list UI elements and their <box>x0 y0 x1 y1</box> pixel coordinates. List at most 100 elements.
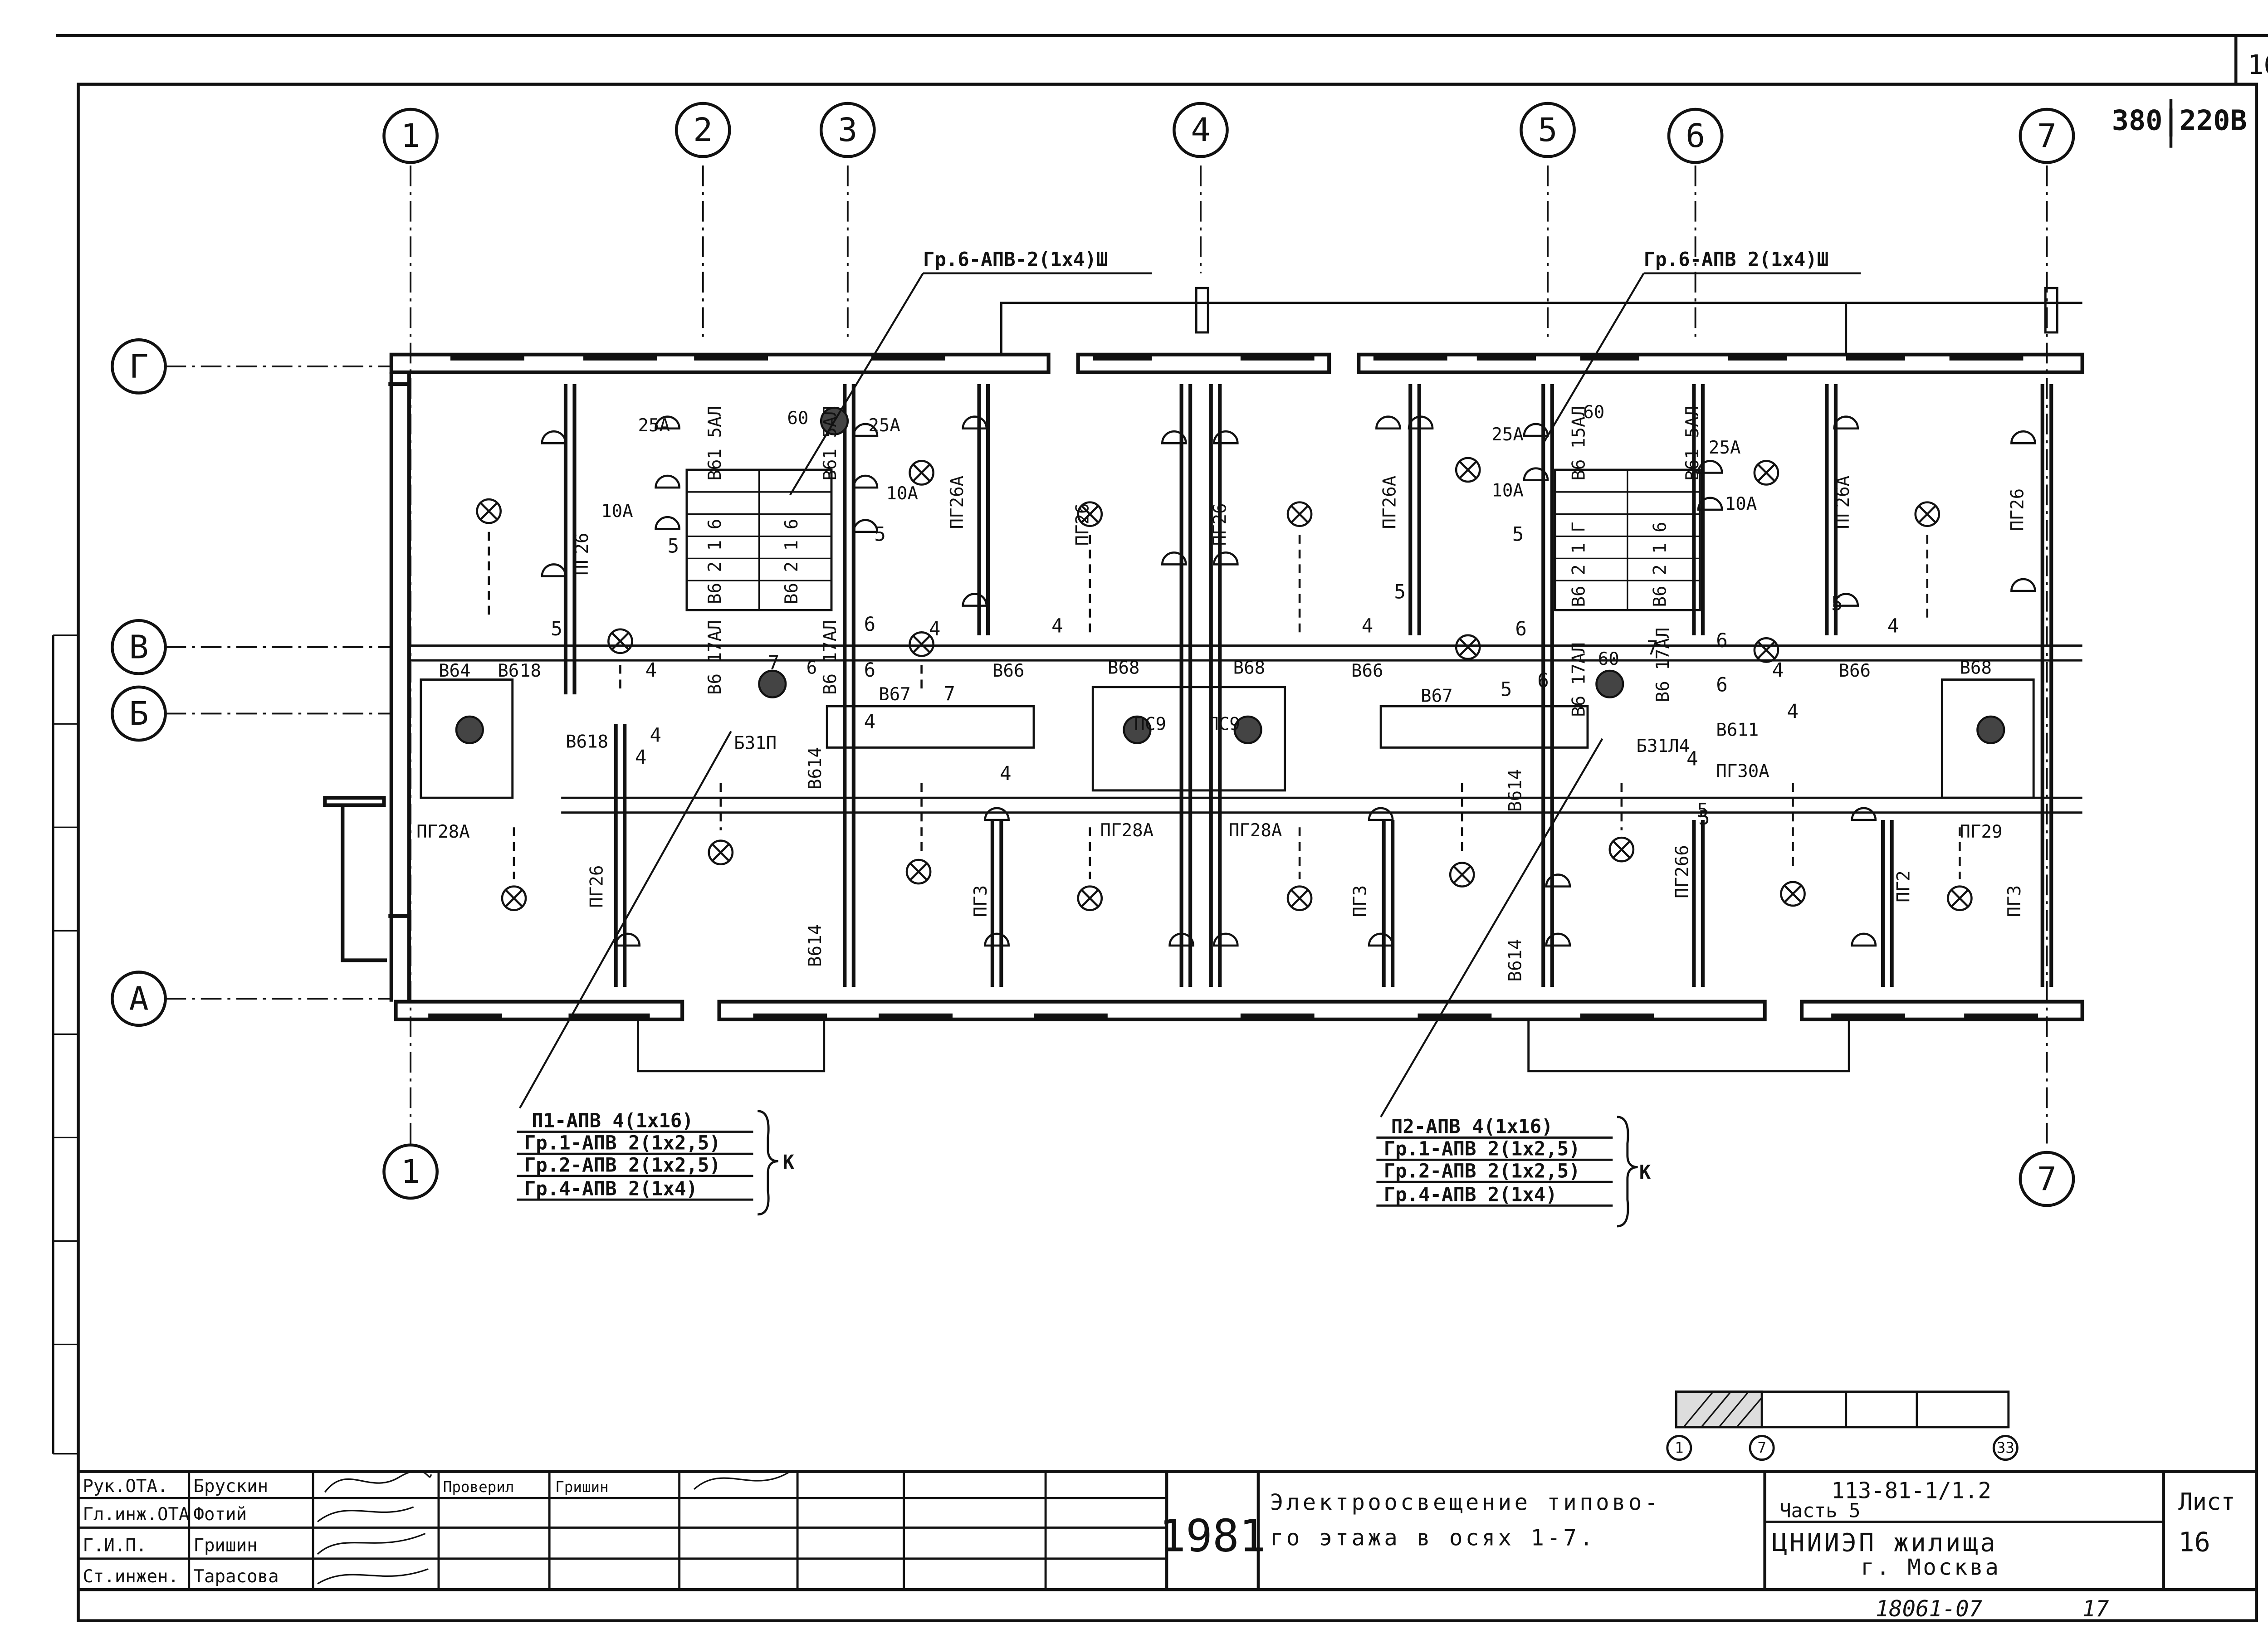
wire-count-label: 6 <box>1537 669 1549 692</box>
wall-lamp-icon <box>962 593 988 607</box>
plan-label: ПГ28А <box>416 822 470 842</box>
axis-bubble-top-3 <box>819 102 876 158</box>
axis-label-top-2: 2 <box>693 111 713 149</box>
axis-bubble-left-g <box>111 338 167 395</box>
plan-label: ПГ29 <box>1960 822 2002 842</box>
pendant-lamp-icon <box>1233 715 1262 744</box>
axis-bubble-left-a <box>111 971 167 1027</box>
tb-name-3: Гришин <box>194 1536 258 1556</box>
axis-bubble-top-6 <box>1667 107 1724 164</box>
wall-lamp-icon <box>1368 807 1394 821</box>
plan-label-vertical: В6 17АЛ <box>1653 628 1673 702</box>
plan-label: ПГ30А <box>1716 761 1769 782</box>
plan-label: 25А <box>868 415 900 436</box>
svg-text:Гр.4-АПВ 2(1х4): Гр.4-АПВ 2(1х4) <box>524 1177 698 1200</box>
plan-label-vertical: В6 2 1 6 <box>705 519 725 604</box>
wire-count-label: 4 <box>1887 615 1899 637</box>
voltage-label: 380|220В <box>2112 104 2247 137</box>
wire-count-label: 4 <box>1051 615 1063 637</box>
plan-label: Б31Л4 <box>1636 736 1690 756</box>
tb-title-line2: го этажа в осях 1-7. <box>1270 1525 1596 1551</box>
svg-text:П2-АПВ 4(1х16): П2-АПВ 4(1х16) <box>1391 1116 1553 1138</box>
svg-text:П1-АПВ 4(1х16): П1-АПВ 4(1х16) <box>532 1110 694 1132</box>
svg-text:Гр.4-АПВ 2(1х4): Гр.4-АПВ 2(1х4) <box>1384 1183 1557 1205</box>
svg-text:Гр.1-АПВ 2(1х2,5): Гр.1-АПВ 2(1х2,5) <box>524 1132 721 1154</box>
ceiling-lamp-icon <box>1286 501 1313 527</box>
svg-text:Гр.1-АПВ 2(1х2,5): Гр.1-АПВ 2(1х2,5) <box>1384 1137 1580 1160</box>
wire-count-label: 4 <box>635 746 646 768</box>
wire-count-label: 7 <box>943 683 955 705</box>
axis-label-left-v: В <box>129 628 148 666</box>
wire-count-label: 5 <box>1698 807 1710 829</box>
plan-label: В611 <box>1716 720 1759 740</box>
ceiling-lamp-icon <box>1449 862 1475 888</box>
wall-lamp-icon <box>962 415 988 430</box>
wire-count-label: 4 <box>1000 762 1011 785</box>
wall-lamp-icon <box>2010 430 2036 444</box>
axis-bubble-top-2 <box>675 102 731 158</box>
plan-label-vertical: В6 2 1 Г <box>1569 522 1589 607</box>
ceiling-lamp-icon <box>905 858 932 885</box>
footer-code: 18061-07 <box>1876 1596 1982 1622</box>
tb-name-4: Тарасова <box>194 1566 279 1587</box>
wire-count-label: 4 <box>929 618 940 640</box>
wire-count-label: 6 <box>1515 618 1526 640</box>
wire-count-label: 6 <box>864 659 875 681</box>
pendant-lamp-icon <box>1123 715 1152 744</box>
ceiling-lamp-icon <box>909 631 934 657</box>
wall-lamp-icon <box>1523 423 1549 437</box>
plan-label-vertical: В6 2 1 6 <box>1650 522 1671 607</box>
ceiling-lamp-icon <box>909 460 934 486</box>
plan-label-vertical: ПГ26 <box>1210 503 1230 546</box>
plan-label: В67 <box>1421 686 1453 706</box>
sheet-frame <box>77 83 2258 1622</box>
wall-lamp-icon <box>1212 932 1239 947</box>
schedule-right: П2-АПВ 4(1х16) Гр.1-АПВ 2(1х2,5) Гр.2-АП… <box>1376 1116 1651 1228</box>
wall-lamp-icon <box>1523 467 1549 482</box>
wire-count-label: 5 <box>1501 678 1512 700</box>
wall-lamp-icon <box>852 474 879 489</box>
axis-bubbles <box>111 102 2075 1207</box>
axis-bubble-left-b <box>111 685 167 742</box>
building-walls <box>323 287 2084 1073</box>
plan-label: В6 <box>498 661 519 681</box>
tb-org: ЦНИИЭП жилища <box>1772 1529 1998 1558</box>
plan-label: В618 <box>566 732 608 752</box>
plan-label: В67 <box>879 684 911 705</box>
schedule-left: П1-АПВ 4(1х16) Гр.1-АПВ 2(1х2,5) Гр.2-АП… <box>517 1110 795 1216</box>
corner-sheet-number: 16 <box>2248 49 2268 80</box>
pendant-lamp-icon <box>455 715 484 744</box>
plan-label: 25А <box>638 415 670 436</box>
wire-count-label: 5 <box>668 535 679 557</box>
tb-part: Часть 5 <box>1779 1500 1860 1522</box>
plan-label: ПС9 <box>1208 714 1240 734</box>
svg-text:К: К <box>1639 1161 1651 1184</box>
plan-label-vertical: ПГ3 <box>971 885 991 917</box>
plan-label-vertical: ПГ26 <box>2007 488 2028 531</box>
plan-label-vertical: В6 2 1 6 <box>782 519 802 604</box>
callout-right-group6: Гр.6-АПВ 2(1х4)Ш <box>1644 248 1829 270</box>
axis-bubble-top-4 <box>1173 102 1229 158</box>
plan-label-vertical: В6 15АЛ <box>1569 406 1589 481</box>
footer-page: 17 <box>2082 1596 2109 1622</box>
wire-count-label: 5 <box>1394 580 1405 603</box>
tb-city: г. Москва <box>1861 1555 2001 1580</box>
axis-bubble-top-5 <box>1520 102 1576 158</box>
ceiling-lamp-icon <box>607 628 633 654</box>
wall-lamp-icon <box>1851 807 1877 821</box>
key-axis-7: 7 <box>1757 1439 1766 1457</box>
wall-lamp-icon <box>852 519 879 533</box>
wire-count-label: 5 <box>874 523 885 545</box>
axis-label-top-1: 1 <box>401 117 420 155</box>
axis-label-top-7: 7 <box>2037 117 2057 155</box>
wire-count-label: 7 <box>1647 637 1658 659</box>
plan-label-vertical: ПГ26 <box>1073 503 1093 546</box>
wall-lamp-icon <box>1161 430 1187 444</box>
ceiling-lamp-icon <box>1286 885 1313 912</box>
wall-lamp-icon <box>655 516 680 530</box>
plan-label-vertical: ПГ266 <box>1672 845 1692 898</box>
axis-label-top-6: 6 <box>1686 117 1705 155</box>
plan-label: 10А <box>886 483 918 504</box>
